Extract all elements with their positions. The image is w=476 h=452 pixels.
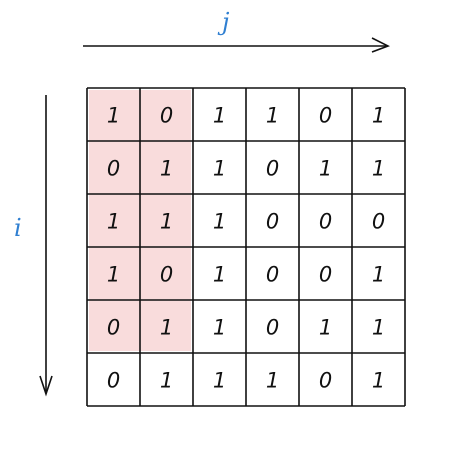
matrix-cell: 1 — [372, 157, 385, 181]
matrix-cell: 0 — [266, 157, 279, 181]
matrix-cell: 1 — [107, 263, 120, 287]
row-axis: i — [14, 95, 53, 397]
matrix-cell: 1 — [213, 263, 226, 287]
matrix-cell: 1 — [372, 263, 385, 287]
matrix-cell: 0 — [266, 210, 279, 234]
matrix-cell: 1 — [213, 210, 226, 234]
matrix-cell: 0 — [319, 104, 332, 128]
matrix-cell: 1 — [372, 369, 385, 393]
matrix-cell: 1 — [160, 316, 173, 340]
matrix-cell: 0 — [266, 263, 279, 287]
matrix-values: 1 0 1 1 0 1 0 1 1 0 1 1 1 1 1 0 0 0 1 0 1 0 0 1 0 1 1 0 1 1 0 1 1 1 0 1 — [107, 104, 385, 393]
matrix-cell: 1 — [372, 316, 385, 340]
matrix-cell: 0 — [319, 210, 332, 234]
column-axis: j — [83, 8, 390, 53]
matrix-cell: 1 — [107, 104, 120, 128]
matrix-cell: 1 — [319, 157, 332, 181]
matrix-cell: 0 — [107, 369, 120, 393]
matrix-cell: 0 — [372, 210, 385, 234]
matrix-cell: 1 — [160, 157, 173, 181]
matrix-cell: 0 — [319, 263, 332, 287]
matrix-cell: 1 — [107, 210, 120, 234]
matrix-cell: 1 — [319, 316, 332, 340]
matrix-grid — [86, 87, 406, 407]
matrix-cell: 1 — [160, 210, 173, 234]
matrix-cell: 0 — [160, 263, 173, 287]
matrix-cell: 1 — [160, 369, 173, 393]
matrix-cell: 0 — [107, 316, 120, 340]
matrix-cell: 1 — [372, 104, 385, 128]
column-axis-arrowhead — [371, 37, 390, 53]
matrix-cell: 0 — [319, 369, 332, 393]
matrix-cell: 1 — [213, 369, 226, 393]
matrix-cell: 0 — [266, 316, 279, 340]
row-axis-arrowhead — [39, 375, 53, 397]
matrix-cell: 0 — [107, 157, 120, 181]
matrix-cell: 1 — [266, 369, 279, 393]
matrix-cell: 1 — [213, 104, 226, 128]
matrix-cell: 1 — [213, 316, 226, 340]
row-axis-label: i — [14, 214, 22, 242]
matrix-cell: 1 — [266, 104, 279, 128]
matrix-cell: 0 — [160, 104, 173, 128]
matrix-cell: 1 — [213, 157, 226, 181]
column-axis-label: j — [217, 8, 230, 36]
